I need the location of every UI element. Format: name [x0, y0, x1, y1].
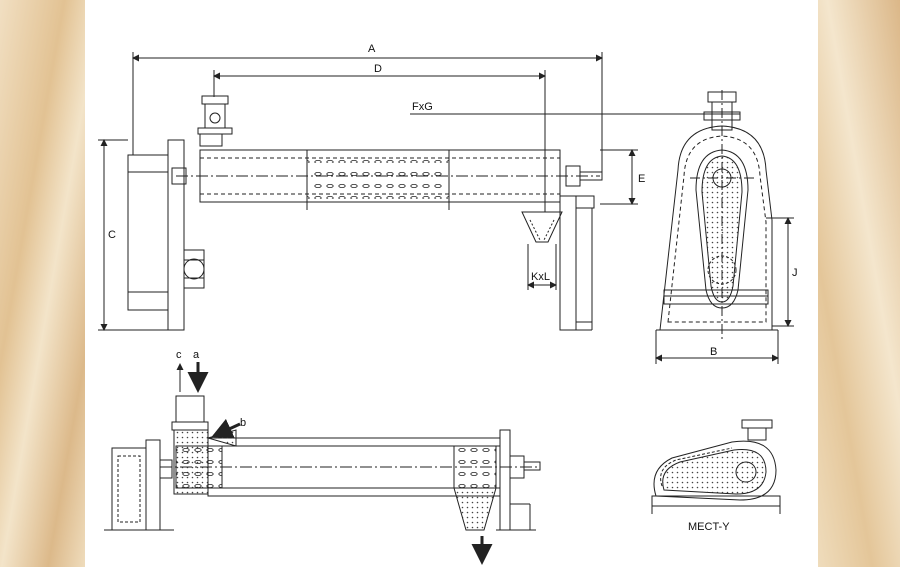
right-wheat-border	[818, 0, 900, 567]
left-wheat-border	[0, 0, 85, 567]
model-label: MECT-Y	[688, 521, 730, 533]
dim-c-label: C	[108, 229, 116, 241]
dim-kxl-label: KxL	[531, 271, 550, 283]
flow-a-label: a	[193, 349, 200, 361]
dim-b-label: B	[710, 346, 717, 358]
flow-c-label: c	[176, 349, 182, 361]
dim-e-label: E	[638, 173, 645, 185]
front-view	[98, 52, 740, 331]
flow-arrows	[176, 362, 493, 565]
dim-d-label: D	[374, 63, 382, 75]
side-view	[655, 90, 794, 364]
mect-y-sketch	[651, 419, 781, 514]
dim-a-label: A	[368, 43, 376, 55]
dim-j-label: J	[792, 267, 798, 279]
dim-fxg-label: FxG	[412, 101, 433, 113]
flow-b-label: b	[240, 417, 246, 429]
section-view	[104, 395, 541, 531]
